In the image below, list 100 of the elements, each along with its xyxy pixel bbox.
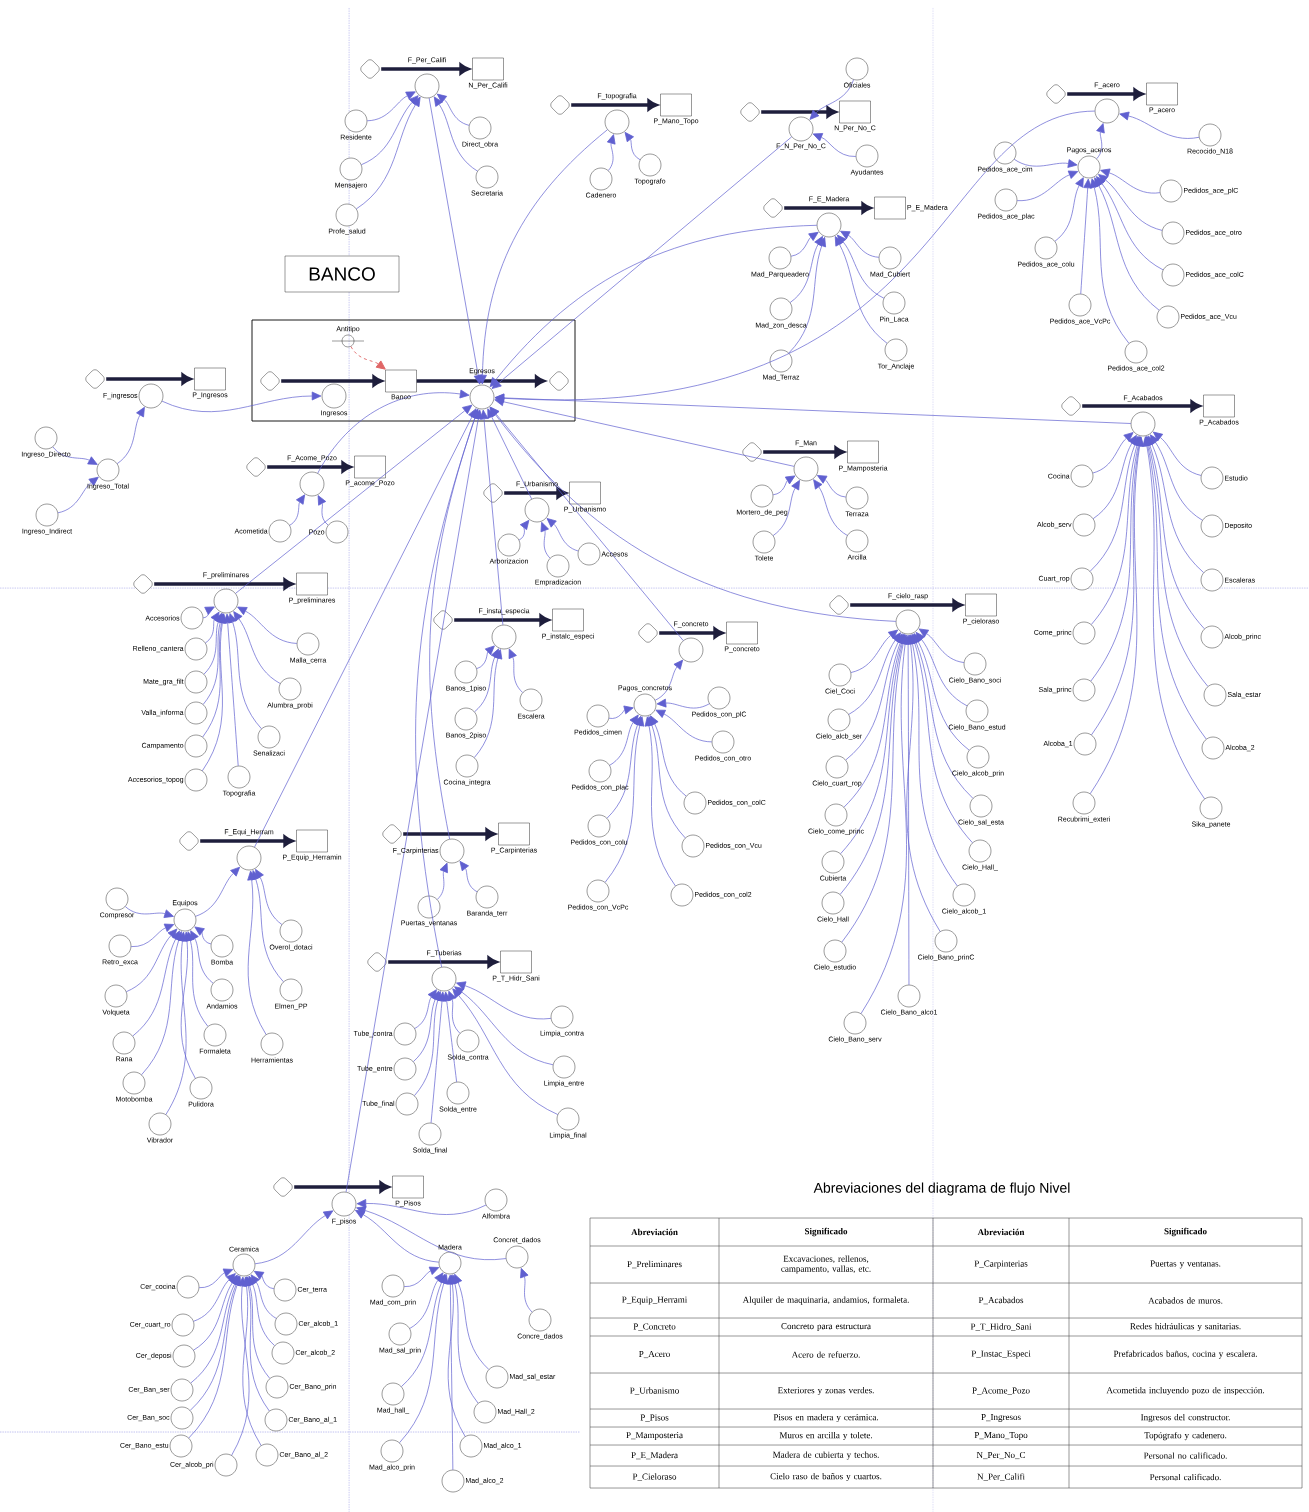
connector-arrow <box>195 866 241 917</box>
flow-valve <box>793 456 819 482</box>
variable-circle <box>825 755 849 779</box>
variable-circle <box>586 704 610 728</box>
pipe-arrow <box>200 835 294 847</box>
connector-arrow <box>772 475 796 496</box>
connector-arrow <box>812 133 857 157</box>
connector-arrow <box>609 714 639 766</box>
title-box: BANCO <box>284 255 400 293</box>
abbreviation-text: P_Mano_Topo <box>974 1432 1028 1440</box>
connector-arrow <box>834 236 888 344</box>
stock-box <box>1203 394 1235 418</box>
pipe-arrow <box>154 578 294 590</box>
connector-arrow <box>1092 434 1137 519</box>
connector-arrow <box>450 1274 479 1404</box>
pipe-arrow <box>294 1181 390 1193</box>
variable-circle <box>441 1469 465 1493</box>
connector-arrow <box>198 1268 234 1288</box>
flow-valve <box>491 624 517 650</box>
variable-circle <box>203 1023 227 1047</box>
variable-circle <box>845 57 869 81</box>
abbreviation-text: P_Preliminares <box>627 1260 682 1269</box>
connector-arrow <box>126 928 178 993</box>
stock-box <box>498 822 530 846</box>
description-text: Concreto para estructura <box>781 1323 871 1331</box>
stock-box <box>569 481 601 505</box>
variable-circle <box>768 246 792 270</box>
connector-arrow <box>124 906 174 918</box>
connector-arrow <box>453 1273 490 1370</box>
variable-circle <box>843 1011 867 1035</box>
variable-circle <box>485 1365 509 1389</box>
stock-box <box>726 621 758 645</box>
stock-box <box>296 572 328 596</box>
variable-circle <box>519 688 543 712</box>
variable-circle <box>966 745 990 769</box>
variable-circle <box>104 984 128 1008</box>
variable-circle <box>1200 568 1224 592</box>
group-frame <box>251 319 576 422</box>
cloud-symbol <box>260 371 280 391</box>
variable-circle <box>381 1274 405 1298</box>
connector-arrow <box>1096 176 1164 271</box>
cloud-symbol <box>740 102 760 122</box>
cloud-symbol <box>85 369 105 389</box>
connector-arrow <box>910 634 973 844</box>
description-text: Prefabricados baños, cocina y escalera. <box>1113 1350 1257 1359</box>
connector-arrow <box>608 705 634 719</box>
connector-arrow <box>817 475 847 498</box>
abbreviation-text: P_E_Madera <box>631 1451 678 1460</box>
connector-arrow <box>1119 111 1200 139</box>
description-text: Cielo raso de baños y cuartos. <box>770 1472 882 1482</box>
variable-circle <box>855 144 879 168</box>
variable-circle <box>214 1453 238 1477</box>
connector-arrow <box>809 79 854 120</box>
connector-arrow <box>253 1270 275 1290</box>
connector-arrow <box>355 1210 440 1263</box>
stock-box <box>874 196 906 220</box>
variable-circle <box>446 1081 470 1105</box>
connector-arrow <box>456 981 552 1020</box>
variable-circle <box>1068 293 1092 317</box>
variable-circle <box>1161 263 1185 287</box>
connector-arrow <box>403 1266 440 1287</box>
description-text: Personal no calificado. <box>1143 1452 1227 1459</box>
connector-arrow <box>489 406 684 641</box>
connector-arrow <box>491 136 792 389</box>
variable-circle <box>588 759 612 783</box>
variable-circle <box>271 1341 295 1365</box>
stock-box <box>500 950 532 974</box>
variable-circle <box>459 1434 483 1458</box>
connector-arrow <box>165 931 187 1115</box>
variable-circle <box>752 530 776 554</box>
connector-arrow <box>289 494 306 526</box>
variable-circle <box>184 637 208 661</box>
flow-valve <box>321 383 347 409</box>
flow-valve <box>524 497 550 523</box>
variable-circle <box>257 725 281 749</box>
stock-box <box>296 829 328 853</box>
connector-arrow <box>1090 436 1143 682</box>
stock-box <box>965 593 997 617</box>
connector-arrow <box>415 409 480 968</box>
variable-circle <box>1072 513 1096 537</box>
variable-circle <box>1201 736 1225 760</box>
variable-circle <box>184 734 208 758</box>
connector-arrow <box>193 1273 236 1322</box>
cloud-symbol <box>1061 396 1081 416</box>
variable-circle <box>274 1312 298 1336</box>
connector-arrow <box>447 1274 466 1437</box>
connector-arrow <box>428 97 483 385</box>
variable-circle <box>1077 155 1101 179</box>
connector-arrow <box>345 409 483 1193</box>
connector-arrow <box>436 862 448 900</box>
variable-circle <box>232 1253 256 1277</box>
variable-circle <box>1161 221 1185 245</box>
flow-valve <box>299 471 325 497</box>
variable-circle <box>176 1275 200 1299</box>
variable-circle <box>108 934 132 958</box>
description-text: Muros en arcilla y tolete. <box>779 1431 873 1441</box>
connector-arrow <box>188 1276 242 1439</box>
variable-circle <box>845 486 869 510</box>
connector-arrow <box>180 931 196 1079</box>
description-text: Acabados de muros. <box>1148 1297 1223 1304</box>
